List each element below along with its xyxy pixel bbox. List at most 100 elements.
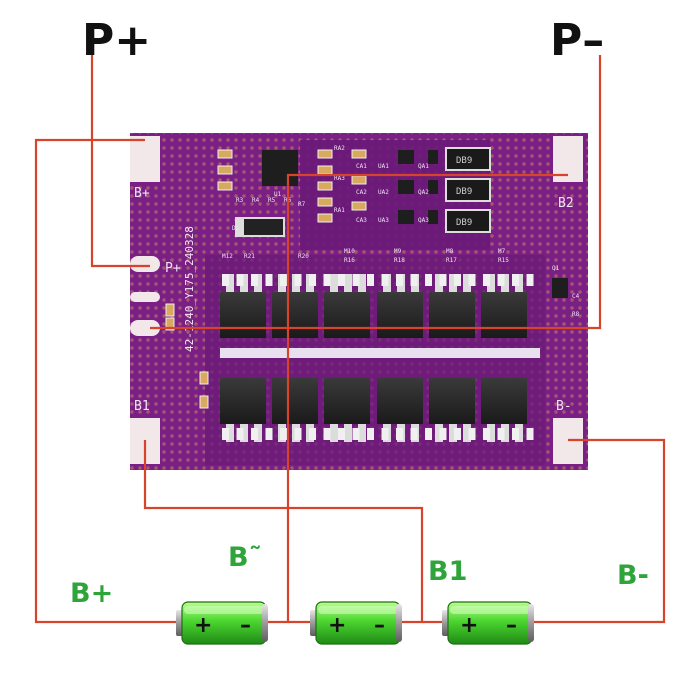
smd-component bbox=[317, 149, 333, 159]
smd-component bbox=[217, 149, 233, 159]
silk-ref-label: C4 bbox=[572, 293, 580, 300]
transistor-q1 bbox=[552, 278, 568, 298]
silk-ref-label: R18 bbox=[394, 257, 405, 264]
silk-ref-label: R8 bbox=[572, 311, 580, 318]
mosfet bbox=[220, 378, 266, 442]
silk-ref-label: UA2 bbox=[378, 189, 389, 196]
smd-component bbox=[317, 181, 333, 191]
silk-ref-label: R21 bbox=[244, 253, 255, 260]
smd-component bbox=[199, 371, 209, 385]
smd-component bbox=[317, 197, 333, 207]
mosfet-body bbox=[377, 292, 423, 338]
resistor bbox=[222, 274, 229, 286]
sot-ic bbox=[428, 210, 438, 224]
silk-ref-label: R17 bbox=[446, 257, 457, 264]
resistor bbox=[294, 274, 302, 286]
mosfet-pin bbox=[226, 274, 234, 292]
mosfet-pin bbox=[435, 274, 443, 292]
wire-p-minus bbox=[150, 55, 602, 330]
battery-pack: +–+–+– bbox=[176, 601, 534, 645]
label-b-tilde: B˜ bbox=[228, 542, 262, 573]
silk-ref-label: UA3 bbox=[378, 217, 389, 224]
smd-component bbox=[317, 213, 333, 223]
silk-ref-label: R7 bbox=[298, 201, 306, 208]
resistor bbox=[396, 428, 403, 440]
silk-pad-b2: B2 bbox=[558, 196, 574, 211]
label-p-plus: P+ bbox=[82, 15, 151, 66]
resistor bbox=[483, 274, 490, 286]
mosfet-body bbox=[324, 378, 370, 424]
mosfet bbox=[324, 378, 370, 442]
resistor bbox=[439, 428, 447, 440]
sot-ic bbox=[398, 210, 414, 224]
battery-cell: +– bbox=[442, 601, 534, 645]
silk-ref-label: CA2 bbox=[356, 189, 367, 196]
silk-ref-label: CA1 bbox=[356, 163, 367, 170]
resistor bbox=[323, 274, 331, 286]
resistor bbox=[236, 428, 244, 440]
sot-ic bbox=[428, 180, 438, 194]
resistor bbox=[280, 428, 287, 440]
resistor bbox=[512, 428, 519, 440]
resistor bbox=[381, 428, 389, 440]
resistor bbox=[265, 274, 273, 286]
resistor bbox=[280, 274, 287, 286]
mosfet bbox=[220, 274, 266, 338]
smd-component bbox=[165, 317, 175, 331]
silk-pad-b-plus: B+ bbox=[134, 186, 150, 201]
resistor bbox=[338, 428, 345, 440]
battery-plus-symbol: + bbox=[328, 613, 346, 638]
db9-chip-body bbox=[445, 147, 491, 171]
diode-band bbox=[236, 218, 244, 236]
battery-end-cap bbox=[528, 604, 534, 642]
resistor bbox=[294, 428, 302, 440]
battery-plus-symbol: + bbox=[460, 613, 478, 638]
db9-chip: DB9 bbox=[445, 209, 491, 233]
smd-component bbox=[351, 201, 367, 211]
wire-b-minus bbox=[530, 438, 666, 624]
db9-chip: DB9 bbox=[445, 178, 491, 202]
mosfet-pin bbox=[344, 274, 352, 292]
battery-minus-symbol: – bbox=[240, 613, 251, 638]
mosfet-pin bbox=[358, 274, 366, 292]
resistor bbox=[425, 274, 432, 286]
sot-ic bbox=[398, 180, 414, 194]
mosfet-pin bbox=[463, 274, 471, 292]
battery-end-cap bbox=[396, 604, 402, 642]
battery-plus-symbol: + bbox=[194, 613, 212, 638]
mosfet-pin bbox=[435, 424, 443, 442]
resistor bbox=[338, 274, 345, 286]
mosfet-body bbox=[324, 292, 370, 338]
silk-ref-label: RA3 bbox=[334, 175, 345, 182]
resistor bbox=[352, 428, 360, 440]
silk-ref-label: R15 bbox=[498, 257, 509, 264]
db9-chip-mark: DB9 bbox=[456, 156, 472, 166]
mosfet-pin bbox=[330, 274, 338, 292]
silk-ref-label: M8 bbox=[446, 248, 454, 255]
db9-chip-mark: DB9 bbox=[456, 187, 472, 197]
mosfet-pin bbox=[463, 424, 471, 442]
silk-ref-label: R16 bbox=[344, 257, 355, 264]
smd-component bbox=[165, 303, 175, 317]
resistor bbox=[468, 274, 476, 286]
battery-end-cap bbox=[262, 604, 268, 642]
silk-ref-label: R3 bbox=[236, 197, 244, 204]
label-p-minus: P– bbox=[550, 15, 604, 66]
mosfet-pin bbox=[449, 424, 457, 442]
ic-u1 bbox=[262, 150, 298, 186]
wire-b1 bbox=[143, 440, 424, 622]
mosfet-body bbox=[481, 378, 527, 424]
silk-ref-label: QA1 bbox=[418, 163, 429, 170]
mosfet-pin bbox=[344, 424, 352, 442]
battery-highlight bbox=[450, 606, 530, 614]
resistor bbox=[251, 428, 258, 440]
silk-ref-label: RA2 bbox=[334, 145, 345, 152]
resistor bbox=[309, 428, 316, 440]
db9-chip-body bbox=[445, 178, 491, 202]
resistor bbox=[367, 428, 374, 440]
resistor bbox=[425, 428, 432, 440]
silk-ref-label: R5 bbox=[268, 197, 276, 204]
